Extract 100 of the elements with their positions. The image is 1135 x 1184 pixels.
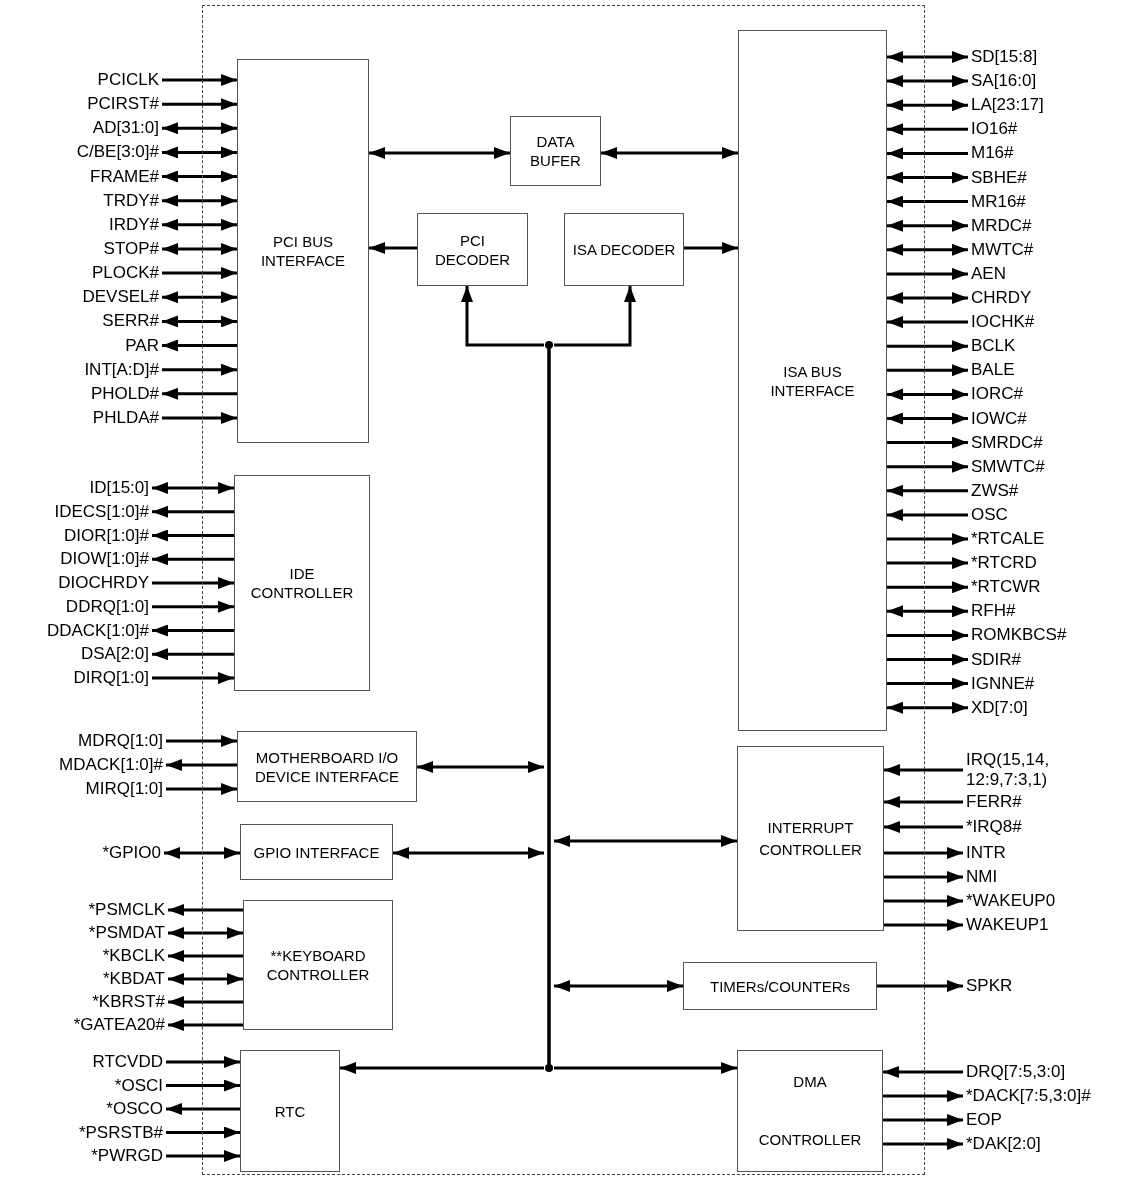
- signal-label: INT[A:D]#: [84, 359, 159, 380]
- signal-label: BALE: [971, 360, 1015, 381]
- internal-bus: [544, 340, 554, 1073]
- signal-arrow: [884, 871, 963, 883]
- signal-arrow: [887, 195, 968, 208]
- signal-label: IOWC#: [971, 408, 1027, 429]
- function-block: [510, 116, 601, 186]
- signal-arrow: [162, 98, 237, 111]
- function-block: [738, 30, 887, 731]
- signal-arrow: [162, 194, 237, 207]
- signal-arrow: [887, 364, 968, 377]
- signal-label: M16#: [971, 143, 1014, 164]
- signal-arrow: [887, 51, 968, 63]
- signal-label: *OSCO: [106, 1099, 163, 1119]
- signal-arrow: [883, 1114, 963, 1126]
- signal-arrow: [168, 973, 243, 985]
- signal-label: MR16#: [971, 191, 1026, 212]
- signal-label: *RTCRD: [971, 553, 1037, 574]
- signal-label: SERR#: [102, 311, 159, 332]
- bus-arrow: [554, 835, 737, 847]
- signal-label: FERR#: [966, 792, 1022, 812]
- signal-label: WAKEUP1: [966, 915, 1049, 935]
- signal-arrow: [152, 672, 234, 684]
- signal-arrow: [884, 796, 963, 808]
- signal-arrow: [887, 243, 968, 256]
- signal-arrow: [162, 146, 237, 159]
- signal-label: DSA[2:0]: [80, 644, 149, 665]
- signal-label: DIRQ[1:0]: [73, 668, 149, 688]
- signal-arrow: [166, 1079, 240, 1092]
- signal-label: C/BE[3:0]#: [76, 142, 159, 163]
- bus-arrow: [369, 147, 510, 159]
- signal-arrow: [152, 648, 234, 661]
- signal-arrow: [887, 75, 968, 88]
- signal-label: MDRQ[1:0]: [77, 731, 163, 751]
- block-label: TIMERs/COUNTERs: [709, 976, 851, 996]
- signal-label: PHOLD#: [90, 383, 159, 404]
- bus-arrow: [684, 242, 738, 254]
- signal-arrow: [887, 605, 968, 618]
- block-label: ISA BUS INTERFACE: [769, 361, 856, 400]
- signal-label: LA[23:17]: [971, 95, 1044, 116]
- signal-arrow: [884, 919, 963, 931]
- block-label: DATA BUFER: [529, 132, 582, 170]
- bus-arrow: [393, 847, 544, 859]
- signal-arrow: [887, 460, 968, 473]
- signal-arrow: [162, 291, 237, 304]
- signal-arrow: [162, 339, 237, 352]
- block-label: GPIO INTERFACE: [252, 842, 381, 862]
- signal-arrow: [884, 847, 963, 859]
- signal-arrow: [887, 316, 968, 329]
- signal-label: DIOCHRDY: [58, 573, 149, 593]
- signal-label: STOP#: [103, 238, 159, 259]
- signal-label: NMI: [966, 867, 998, 887]
- signal-label: *IRQ8#: [966, 817, 1022, 837]
- signal-arrow: [887, 171, 968, 184]
- signal-label: IDECS[1:0]#: [54, 501, 149, 522]
- signal-label: *GPIO0: [102, 843, 161, 863]
- signal-arrow: [887, 99, 968, 112]
- signal-arrow: [883, 1090, 963, 1102]
- block-label: MOTHERBOARD I/O DEVICE INTERFACE: [253, 747, 401, 786]
- signal-label: *PSRSTB#: [78, 1122, 163, 1143]
- signal-arrow: [162, 74, 237, 86]
- signal-arrow: [884, 764, 963, 776]
- function-block: [737, 1050, 883, 1172]
- signal-arrow: [166, 1103, 240, 1115]
- signal-arrow: [162, 387, 237, 400]
- block-label: PCI DECODER: [434, 230, 511, 269]
- function-block: [564, 213, 684, 286]
- function-block: [737, 746, 884, 931]
- signal-arrow: [877, 980, 963, 992]
- signal-arrow: [883, 1138, 963, 1150]
- signal-arrow: [162, 170, 237, 183]
- signal-label: DDACK[1:0]#: [46, 620, 149, 641]
- signal-arrow: [162, 411, 237, 424]
- signal-arrow: [166, 759, 237, 771]
- signal-label: *PWRGD: [91, 1146, 163, 1166]
- block-label: DMA CONTROLLER: [757, 1072, 863, 1150]
- signal-arrow: [152, 482, 234, 494]
- signal-label: OSC: [971, 504, 1008, 525]
- signal-label: PLOCK#: [91, 263, 159, 284]
- signal-arrow: [162, 315, 237, 328]
- signal-arrow: [162, 122, 237, 135]
- signal-label: SPKR: [966, 976, 1013, 996]
- signal-arrow: [152, 505, 234, 518]
- signal-label: BCLK: [971, 336, 1016, 357]
- signal-label: IO16#: [971, 119, 1018, 140]
- signal-label: MWTC#: [971, 239, 1034, 260]
- signal-arrow: [168, 950, 243, 962]
- signal-label: *WAKEUP0: [966, 891, 1056, 911]
- signal-arrow: [152, 553, 234, 566]
- signal-label: *KBCLK: [102, 946, 165, 966]
- signal-arrow: [883, 1066, 963, 1078]
- signal-arrow: [162, 243, 237, 255]
- signal-label: DRQ[7:5,3:0]: [966, 1062, 1066, 1082]
- signal-label: *OSCI: [114, 1075, 163, 1096]
- function-block: [243, 900, 393, 1030]
- block-label: ISA DECODER: [571, 240, 677, 259]
- function-block: [234, 475, 370, 691]
- signal-arrow: [887, 557, 968, 570]
- signal-arrow: [887, 508, 968, 521]
- signal-label: SDIR#: [971, 649, 1022, 670]
